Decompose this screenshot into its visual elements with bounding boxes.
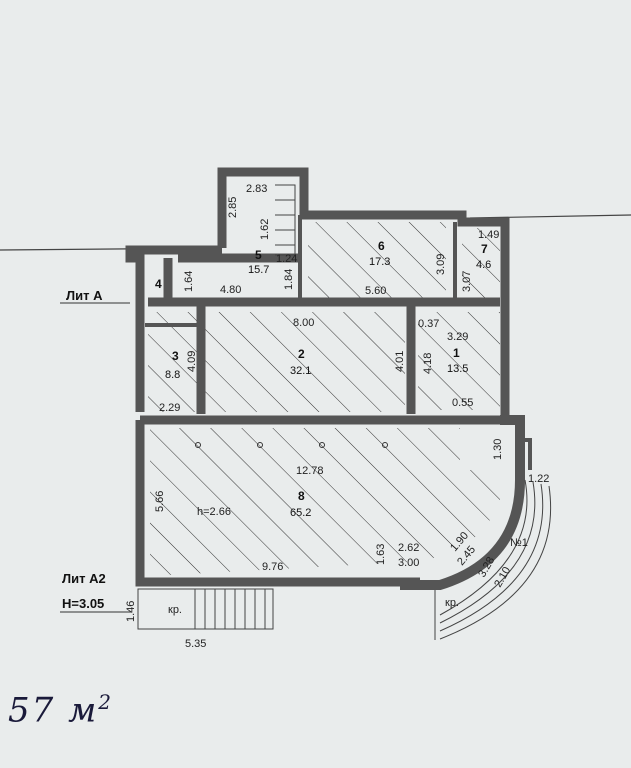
dim-146: 1.46 [125, 601, 137, 622]
room-7-fill [462, 228, 500, 300]
dim-163: 1.63 [375, 544, 387, 565]
dim-409: 4.09 [186, 351, 198, 372]
room-3-fill [148, 312, 198, 412]
room-6-area: 17.3 [369, 256, 390, 268]
room-2-number: 2 [298, 347, 305, 361]
dim-124: 1.24 [276, 253, 297, 265]
dim-300: 3.00 [398, 557, 419, 569]
room-3-area: 8.8 [165, 369, 180, 381]
lit-a-label: Лит А [66, 288, 103, 303]
dim-976: 9.76 [262, 561, 283, 573]
dim-1278: 12.78 [296, 465, 324, 477]
dim-560a: 5.60 [365, 285, 386, 297]
room-2-area: 32.1 [290, 365, 311, 377]
dim-329: 3.29 [447, 331, 468, 343]
dim-535: 5.35 [185, 638, 206, 650]
handwritten-area-note: 57 м2 [8, 690, 113, 730]
kr-right-label: кр. [445, 597, 459, 609]
stair-left [137, 588, 274, 630]
dim-184: 1.84 [283, 269, 295, 290]
room-1-fill [418, 312, 500, 410]
dim-164: 1.64 [183, 271, 195, 292]
room-5-area: 15.7 [248, 264, 269, 276]
dim-055: 0.55 [452, 397, 473, 409]
dim-162: 1.62 [259, 219, 271, 240]
room-8-fill [150, 428, 500, 576]
room-7-number: 7 [481, 242, 488, 256]
dim-800: 8.00 [293, 317, 314, 329]
dim-130: 1.30 [492, 439, 504, 460]
room-1-area: 13.5 [447, 363, 468, 375]
dim-283: 2.83 [246, 183, 267, 195]
dim-122: 1.22 [528, 473, 549, 485]
kr-left-label: кр. [168, 604, 182, 616]
dim-037: 0.37 [418, 318, 439, 330]
handwritten-area: 57 м [8, 690, 99, 731]
room-6-number: 6 [378, 239, 385, 253]
room-7-area: 4.6 [476, 259, 491, 271]
stair-no-label: №1 [510, 537, 528, 549]
bay-wall [400, 415, 525, 590]
dim-229: 2.29 [159, 402, 180, 414]
room-3-number: 3 [172, 349, 179, 363]
dim-149: 1.49 [478, 229, 499, 241]
dim-566: 5.66 [154, 491, 166, 512]
lit-a2-label: Лит А2 [62, 571, 106, 586]
stair-right [434, 479, 552, 640]
dim-285: 2.85 [227, 197, 239, 218]
room-8-area: 65.2 [290, 507, 311, 519]
height-label: Н=3.05 [62, 596, 104, 611]
dim-418: 4.18 [422, 353, 434, 374]
walls [125, 167, 510, 587]
handwritten-unit: 2 [98, 690, 113, 714]
room-4-number: 4 [155, 277, 162, 291]
room-5-number: 5 [255, 248, 262, 262]
room-1-number: 1 [453, 346, 460, 360]
dim-309: 3.09 [435, 254, 447, 275]
room-2-fill [205, 312, 405, 412]
room-8-number: 8 [298, 489, 305, 503]
dim-210: 2.10 [492, 565, 513, 590]
dim-307: 3.07 [461, 271, 473, 292]
room-6-fill [308, 222, 446, 300]
dim-262: 2.62 [398, 542, 419, 554]
dim-401: 4.01 [394, 351, 406, 372]
dim-480: 4.80 [220, 284, 241, 296]
ceiling-height: h=2.66 [197, 506, 231, 518]
